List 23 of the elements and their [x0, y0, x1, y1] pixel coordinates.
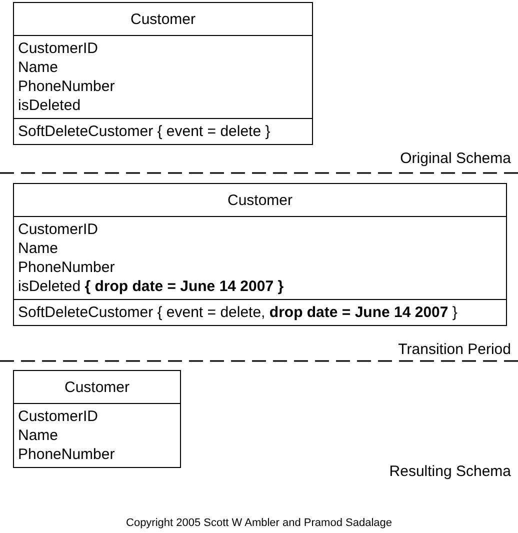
attribute-text: isDeleted { drop date = June 14 2007 } — [18, 277, 284, 296]
section-label: Original Schema — [400, 150, 511, 167]
operation-text: SoftDeleteCustomer { event = delete, drop date = June 14 2007 } — [18, 303, 458, 322]
section-label: Resulting Schema — [389, 463, 511, 480]
class-box — [13, 183, 507, 326]
attribute-text: CustomerID — [18, 220, 98, 239]
attribute-text: PhoneNumber — [18, 77, 115, 96]
class-box — [13, 370, 181, 468]
class-name: Customer — [227, 191, 293, 210]
attribute-text: CustomerID — [18, 39, 98, 58]
copyright-note: Copyright 2005 Scott W Ambler and Pramod Sadalage — [126, 517, 392, 529]
attribute-text: Name — [18, 239, 58, 258]
section-label: Transition Period — [398, 341, 511, 358]
attribute-text: CustomerID — [18, 407, 98, 426]
operation-text: SoftDeleteCustomer { event = delete } — [18, 122, 270, 141]
class-name: Customer — [64, 378, 130, 397]
attribute-text: PhoneNumber — [18, 445, 115, 464]
class-name: Customer — [130, 10, 196, 29]
attribute-text: Name — [18, 58, 58, 77]
class-box — [13, 2, 313, 145]
attribute-text: PhoneNumber — [18, 258, 115, 277]
attribute-text: isDeleted — [18, 96, 81, 115]
attribute-text: Name — [18, 426, 58, 445]
